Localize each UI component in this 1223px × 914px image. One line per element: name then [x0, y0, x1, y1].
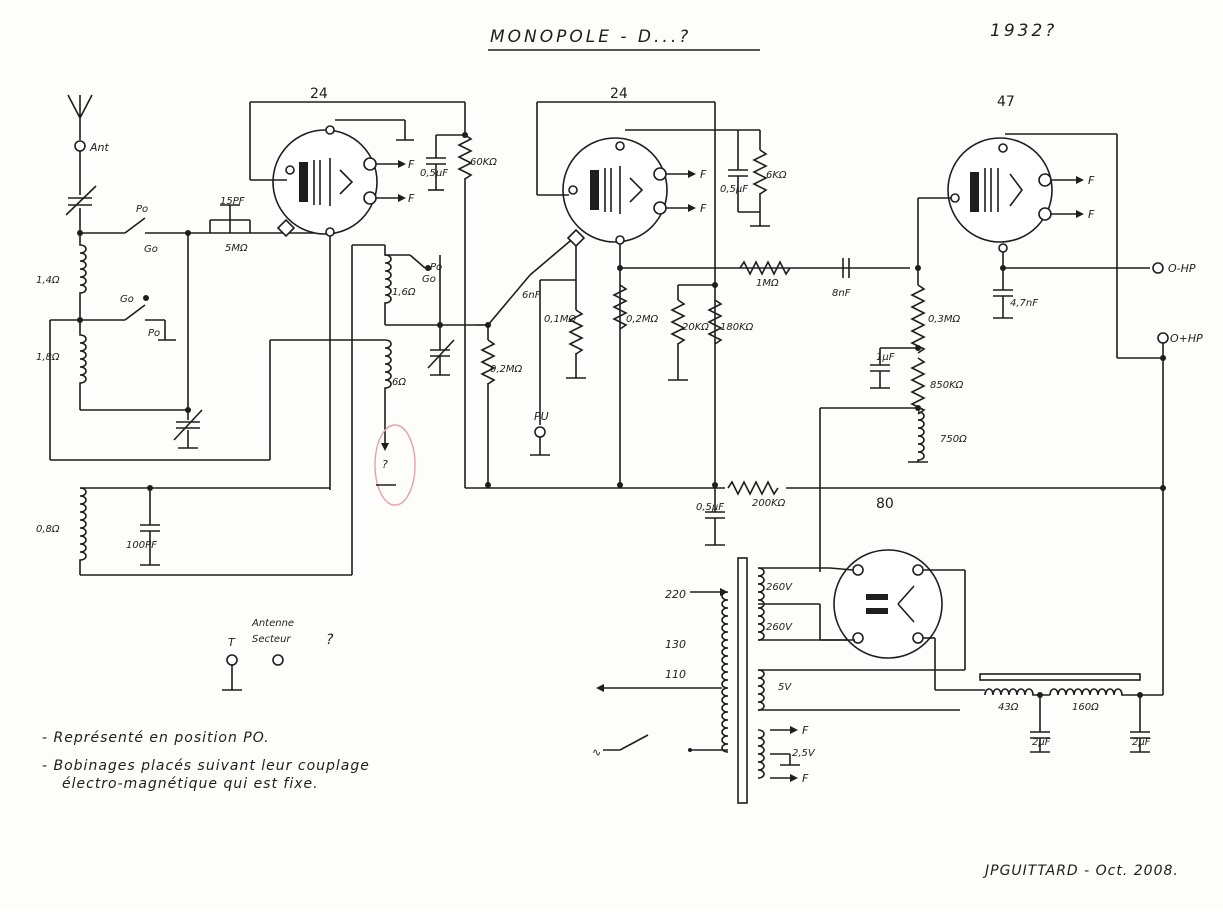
label-po1: Po — [136, 204, 148, 215]
svg-text:F: F — [1088, 208, 1095, 221]
label-r180k: 180KΩ — [720, 322, 754, 333]
label-l6: 6Ω — [392, 377, 406, 388]
title: MONOPOLE - D...? — [490, 27, 691, 47]
label-r1m: 1MΩ — [756, 278, 779, 289]
label-c2b: 2μF — [1132, 737, 1151, 748]
label-c8n: 8nF — [832, 288, 851, 299]
ant-terminal — [74, 140, 86, 152]
note-1: - Représenté en position PO. — [42, 730, 270, 746]
year: 1932? — [990, 21, 1057, 41]
plate-load-v1: 60KΩ 0,5μF — [420, 102, 497, 325]
label-pu: PU — [534, 410, 549, 423]
label-c47: 4,7nF — [1010, 298, 1038, 309]
label-l14: 1,4Ω — [36, 275, 60, 286]
tube-label-v1: 24 — [310, 86, 328, 102]
label-hpm: O-HP — [1168, 262, 1196, 275]
svg-text:F: F — [802, 772, 809, 785]
label-ant: Ant — [89, 141, 109, 154]
label-t220: 220 — [665, 588, 686, 601]
label-v260a: 260V — [766, 582, 793, 593]
label-r02b: 0,2MΩ — [626, 314, 659, 325]
label-c100: 100PF — [126, 540, 157, 551]
transformer-core — [737, 557, 748, 804]
tube-label-v2: 24 — [610, 86, 628, 102]
label-l18: 1,8Ω — [36, 352, 60, 363]
label-v5: 5V — [778, 682, 792, 693]
label-l08: 0,8Ω — [36, 524, 60, 535]
aux-coil-section: 0,8Ω 100PF — [36, 244, 385, 576]
label-r5m: 5MΩ — [225, 243, 248, 254]
antenna-section: Ant Po Go 1,4Ω Go Po 1,8Ω — [36, 94, 330, 461]
tube-label-v3: 47 — [997, 94, 1015, 110]
label-r750: 750Ω — [940, 434, 967, 445]
label-q: ? — [382, 458, 388, 471]
interstage-coupling: 6nF 0,2MΩ — [475, 235, 577, 485]
label-po2: Po — [148, 328, 160, 339]
svg-text:F: F — [802, 724, 809, 737]
label-secteur: Secteur — [252, 634, 291, 645]
bias-network: 20KΩ 180KΩ — [668, 282, 754, 381]
output-coupling: 1MΩ 8nF — [739, 258, 921, 299]
svg-text:F: F — [408, 192, 415, 205]
note-2: - Bobinages placés suivant leur couplage — [42, 758, 370, 774]
reaction-coils: 1,6Ω Go Po 6Ω ? — [270, 245, 475, 506]
label-go1: Go — [144, 244, 158, 255]
label-po3: Po — [430, 262, 442, 273]
terminal-block: Antenne Secteur ? T — [222, 618, 334, 691]
tube-v2: F F PU 0,1MΩ 0,2MΩ 0,5μF 6KΩ — [530, 101, 910, 485]
svg-text:F: F — [408, 158, 415, 171]
tube-v1: F F 15PF 5MΩ — [209, 101, 465, 490]
label-r60k: 60KΩ — [470, 157, 497, 168]
mains-symbol: ∿ — [592, 746, 601, 759]
svg-text:F: F — [700, 168, 707, 181]
label-antenne: Antenne — [251, 618, 294, 629]
label-hpp: O+HP — [1170, 332, 1203, 345]
antenna-icon — [67, 94, 93, 140]
question-circle — [374, 424, 416, 506]
label-r43: 43Ω — [998, 702, 1019, 713]
label-r200k: 200KΩ — [752, 498, 786, 509]
label-antq: ? — [326, 632, 334, 648]
author: JPGUITTARD - Oct. 2008. — [982, 863, 1179, 879]
label-c6n: 6nF — [522, 290, 541, 301]
svg-text:F: F — [700, 202, 707, 215]
label-r01: 0,1MΩ — [544, 314, 577, 325]
note-3: électro-magnétique qui est fixe. — [62, 776, 319, 792]
label-r160: 160Ω — [1072, 702, 1099, 713]
tube-label-rect: 80 — [876, 496, 894, 512]
label-c05c: 0,5μF — [696, 502, 724, 513]
label-v260b: 260V — [766, 622, 793, 633]
label-go3: Go — [422, 274, 436, 285]
label-r20k: 20KΩ — [682, 322, 709, 333]
tube-v3: F F O-HP 4,7nF O+HP — [917, 133, 1203, 695]
label-t110: 110 — [665, 668, 686, 681]
label-c05b: 0,5μF — [720, 184, 748, 195]
svg-text:F: F — [1088, 174, 1095, 187]
label-c05a: 0,5μF — [420, 168, 448, 179]
label-go2: Go — [120, 294, 134, 305]
label-c15: 15PF — [220, 196, 245, 207]
volume-chain: 0,3MΩ 1μF 850KΩ 750Ω — [819, 284, 967, 572]
label-l16: 1,6Ω — [392, 287, 416, 298]
hv-line: 200KΩ 0,5μF — [464, 325, 1166, 546]
label-r6k: 6KΩ — [766, 170, 787, 181]
label-t: T — [228, 636, 236, 649]
label-c1: 1μF — [876, 352, 895, 363]
label-r02a: 0,2MΩ — [490, 364, 523, 375]
filter-section: 43Ω 160Ω 2μF 2μF — [979, 673, 1163, 753]
label-c2a: 2μF — [1032, 737, 1051, 748]
label-r03: 0,3MΩ — [928, 314, 961, 325]
label-r850: 850KΩ — [930, 380, 964, 391]
label-v25: 2,5V — [792, 748, 816, 759]
label-t130: 130 — [665, 638, 686, 651]
tube-rectifier — [819, 549, 985, 691]
